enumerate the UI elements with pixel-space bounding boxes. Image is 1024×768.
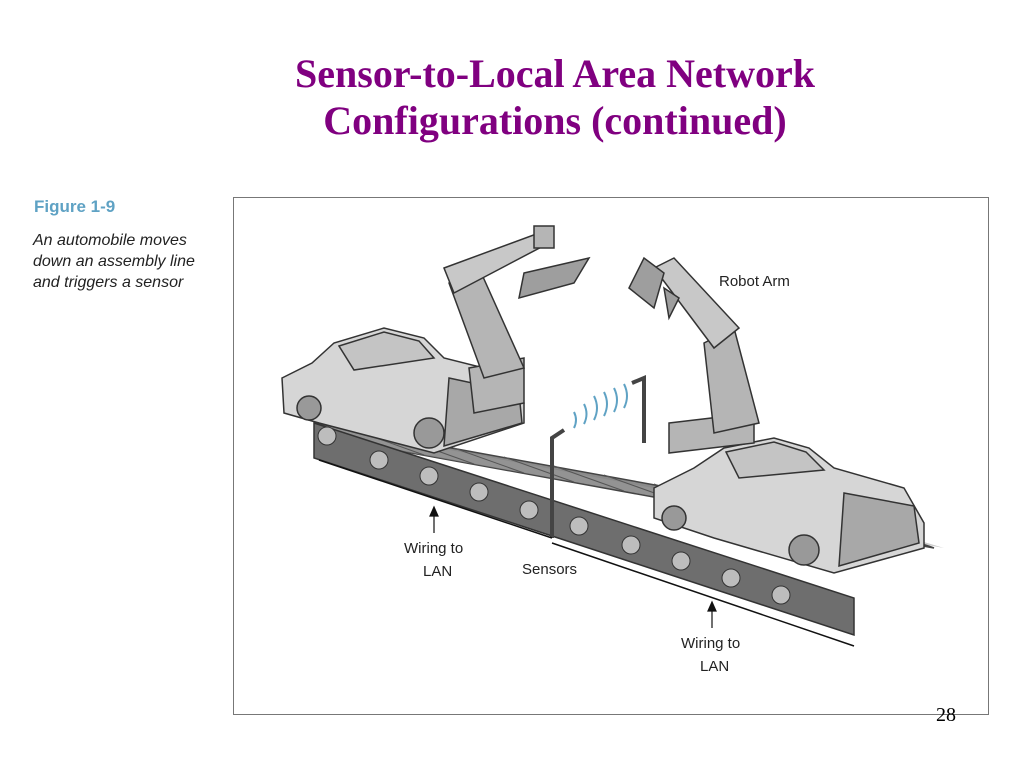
label-robot-arm: Robot Arm xyxy=(719,273,790,290)
figure-caption: An automobile moves down an assembly lin… xyxy=(33,230,223,293)
car-right xyxy=(653,437,925,574)
arrow-wiring-right xyxy=(707,600,717,628)
sensor-post xyxy=(631,375,646,443)
label-wiring-right-1: Wiring to xyxy=(681,635,740,652)
label-wiring-left-2: LAN xyxy=(423,563,452,580)
page-number: 28 xyxy=(936,704,956,726)
robot-arm-right xyxy=(628,256,760,454)
caption-line-2: down an assembly line xyxy=(33,253,195,270)
slide-title: Sensor-to-Local Area Network Configurati… xyxy=(200,50,910,144)
caption-line-3: and triggers a sensor xyxy=(33,274,184,291)
conveyor-rollers xyxy=(317,426,791,605)
robot-arm-left xyxy=(443,225,591,414)
wiring-line-right xyxy=(551,542,855,647)
figure-label: Figure 1-9 xyxy=(34,197,116,216)
label-wiring-right-2: LAN xyxy=(700,658,729,675)
wiring-line-left xyxy=(318,459,553,539)
caption-line-1: An automobile moves xyxy=(33,232,187,249)
assembly-line-figure: Robot Arm Wiring to LAN Sensors Wiring t… xyxy=(233,197,989,715)
label-wiring-left-1: Wiring to xyxy=(404,540,463,557)
arrow-wiring-left xyxy=(429,505,439,533)
title-line-1: Sensor-to-Local Area Network xyxy=(295,51,815,96)
sensor-signal-waves xyxy=(573,383,628,429)
label-sensors: Sensors xyxy=(522,561,577,578)
title-line-2: Configurations (continued) xyxy=(323,98,787,143)
assembly-line-illustration: Robot Arm Wiring to LAN Sensors Wiring t… xyxy=(281,225,944,675)
sensor-wire xyxy=(550,428,566,538)
